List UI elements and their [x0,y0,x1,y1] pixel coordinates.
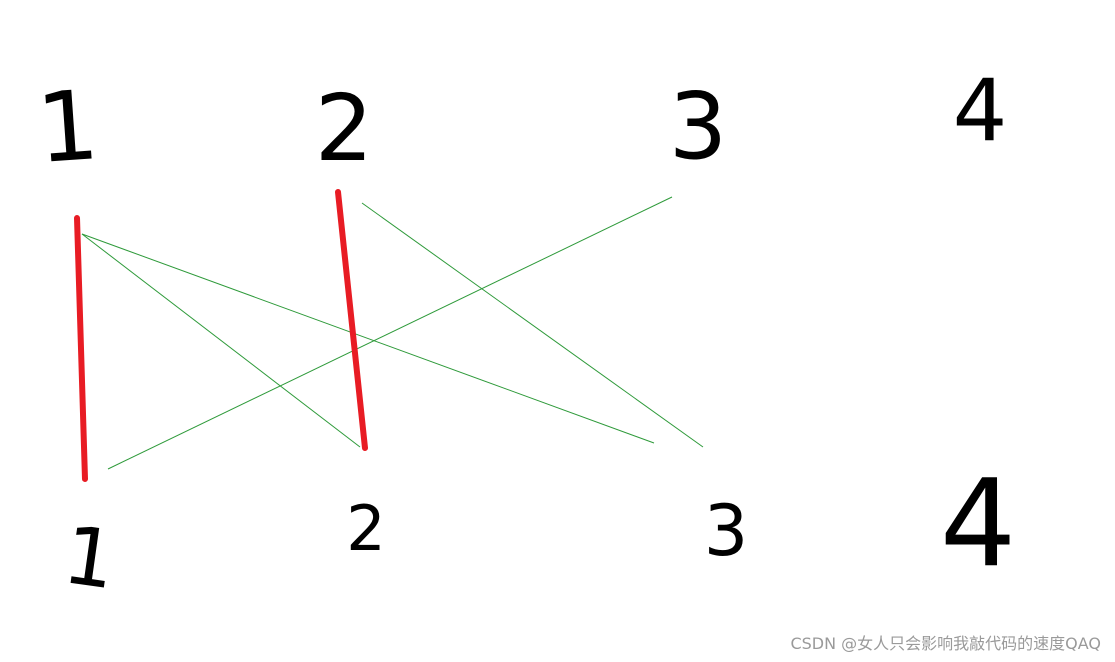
edge-top1-bottom2 [81,233,361,448]
bottom-node-2-label: 2 [346,492,385,565]
bottom-node-3-label: 3 [704,490,749,572]
matching-edge-top1-bottom1 [74,215,88,482]
edges-layer [74,189,704,482]
edge-top1-bottom3 [81,233,655,444]
node-labels: 1 2 3 4 1 2 3 4 [33,61,1016,607]
top-node-3-label: 3 [669,73,728,180]
top-node-1-label: 1 [33,69,102,185]
matching-edge-top2-bottom2 [335,189,368,451]
watermark-text: CSDN @女人只会影响我敲代码的速度QAQ [790,634,1101,653]
edge-top2-bottom3 [361,202,704,448]
edge-top3-bottom1 [107,196,673,470]
bottom-node-1-label: 1 [58,508,121,607]
top-node-2-label: 2 [315,75,374,182]
bottom-node-4-label: 4 [940,455,1016,594]
top-node-4-label: 4 [953,61,1008,161]
